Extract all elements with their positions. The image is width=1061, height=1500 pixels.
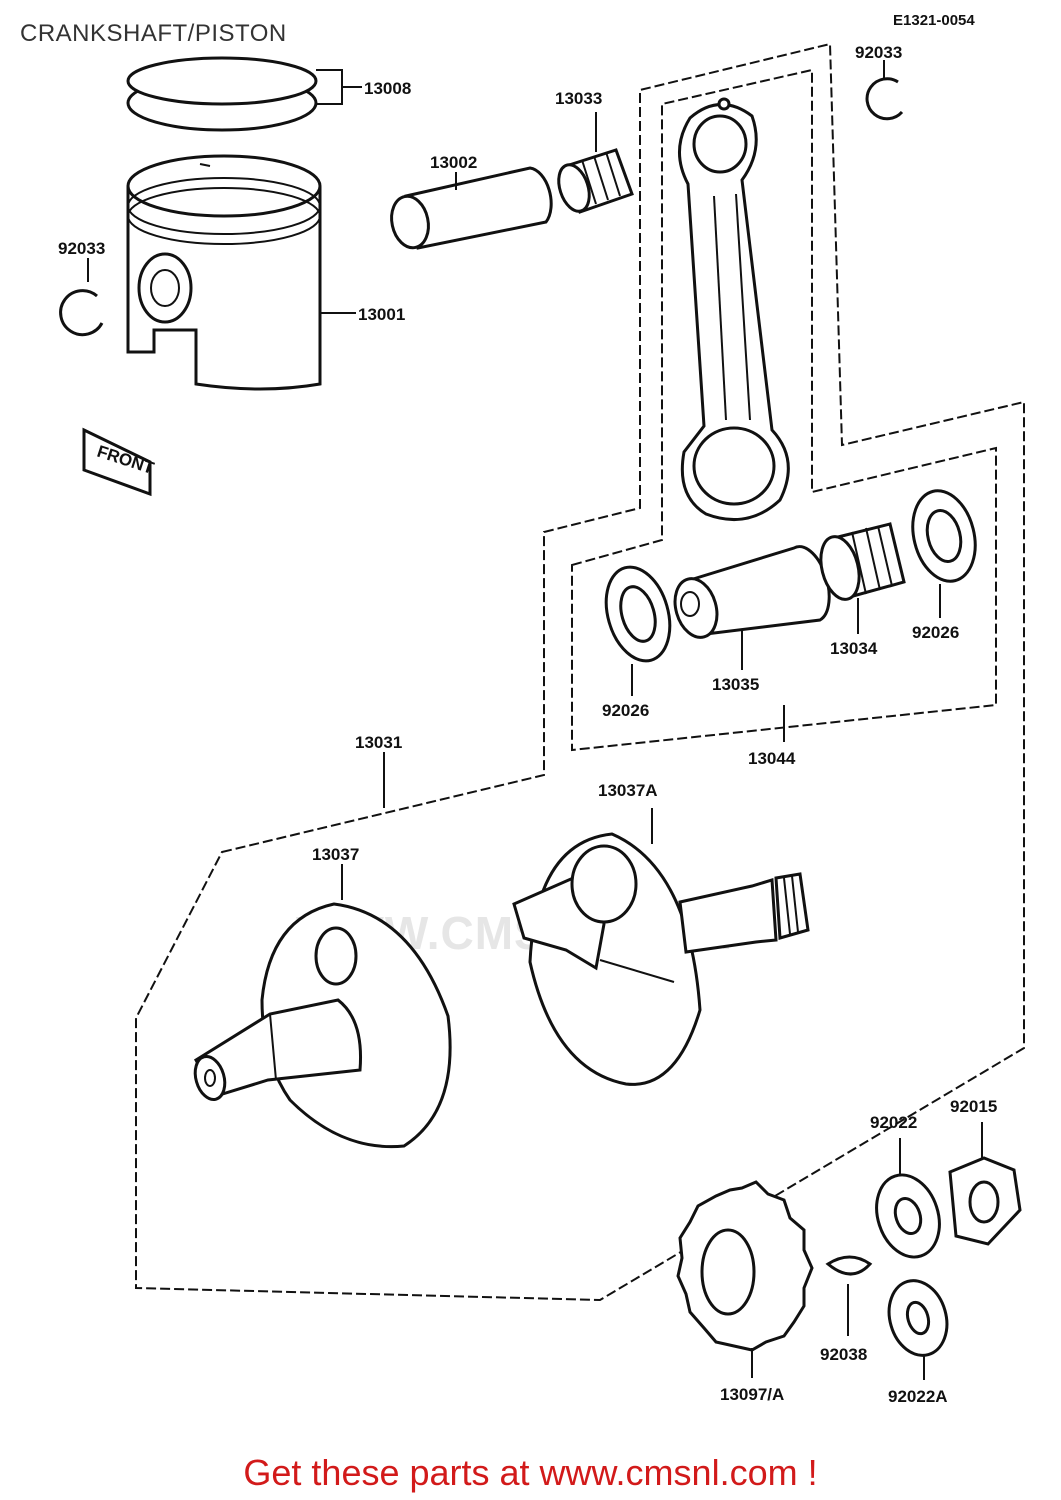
thrust-washer-right-part[interactable] [904,484,984,588]
circlip-top-part[interactable] [865,77,904,121]
page-title: CRANKSHAFT/PISTON [20,20,287,47]
big-end-bearing-part[interactable] [815,522,906,603]
label-13001: 13001 [358,305,405,324]
label-13002: 13002 [430,153,477,172]
small-end-bearing-part[interactable] [553,148,634,215]
label-13097A: 13097/A [720,1385,784,1404]
parts-diagram: 13008 13001 92033 FRONT 13002 13033 9203… [58,42,1025,1406]
lock-washer-part[interactable] [881,1274,956,1362]
label-13008: 13008 [364,79,411,98]
footer-link[interactable]: Get these parts at www.cmsnl.com ! [243,1452,818,1493]
label-13037A: 13037A [598,781,658,800]
conrod-kit-boundary [571,68,997,752]
crank-half-left-part[interactable] [190,902,452,1149]
connecting-rod-part[interactable] [678,97,790,521]
label-13034: 13034 [830,639,878,658]
diagram-code: E1321-0054 [893,12,975,29]
label-13044: 13044 [748,749,796,768]
label-92022A: 92022A [888,1387,948,1406]
label-92022: 92022 [870,1113,917,1132]
crank-gear-part[interactable] [676,1180,814,1352]
label-13033: 13033 [555,89,602,108]
label-92033-left: 92033 [58,239,105,258]
circlip-left-part[interactable] [59,289,104,337]
crankshaft-assembly-boundary [135,42,1025,1302]
label-13031: 13031 [355,733,402,752]
thrust-washer-left-part[interactable] [596,560,680,669]
piston-rings-part[interactable] [126,56,318,132]
crank-pin-part[interactable] [669,545,831,643]
washer-part[interactable] [866,1167,949,1265]
nut-part[interactable] [948,1156,1022,1246]
crank-half-right-part[interactable] [512,832,810,1086]
label-92026-right: 92026 [912,623,959,642]
piston-pin-part[interactable] [387,166,553,251]
label-13037: 13037 [312,845,359,864]
piston-part[interactable] [126,154,322,391]
front-marker: FRONT [82,427,157,497]
label-92026-left: 92026 [602,701,649,720]
label-92033-top: 92033 [855,43,902,62]
label-13035: 13035 [712,675,759,694]
label-92015: 92015 [950,1097,997,1116]
label-92038: 92038 [820,1345,867,1364]
woodruff-key-part[interactable] [825,1255,873,1276]
